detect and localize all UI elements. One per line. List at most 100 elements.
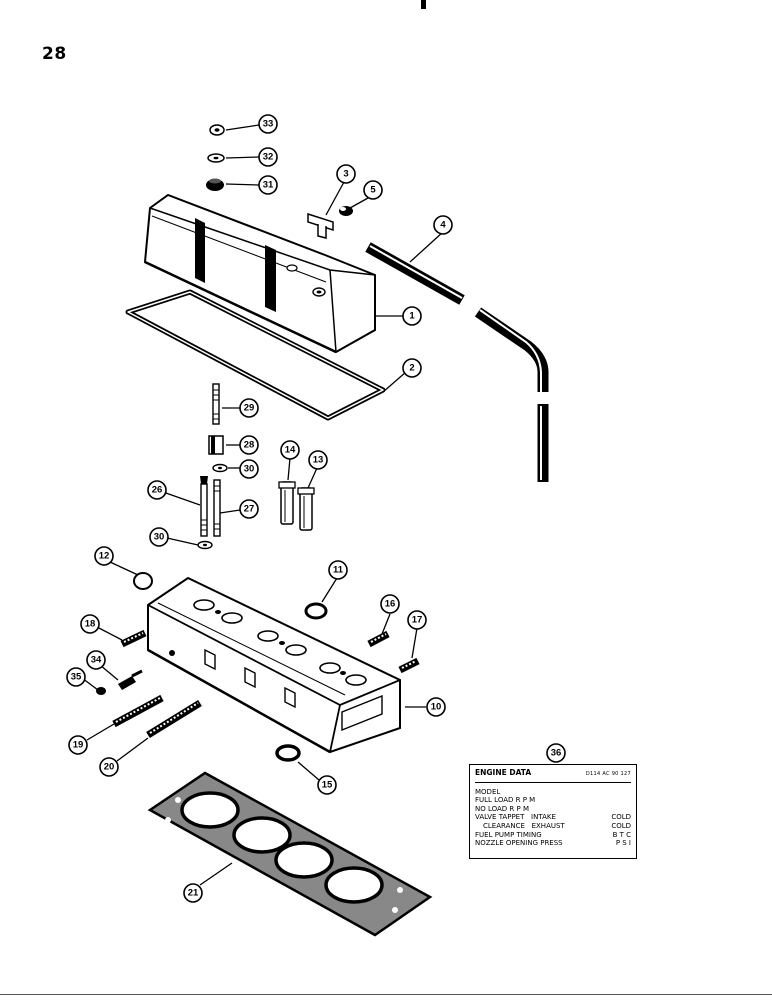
washer-30-lower-part xyxy=(197,540,213,550)
plate-row: MODEL xyxy=(475,788,631,797)
callout-31: 31 xyxy=(258,175,278,195)
leader-lines xyxy=(81,124,444,886)
head-gasket-21-part xyxy=(147,771,433,937)
valve-seat-insert-15-part xyxy=(275,744,301,762)
plate-row-label: FULL LOAD R P M xyxy=(475,796,536,805)
svg-text:35: 35 xyxy=(71,672,82,683)
breather-hose-4-part xyxy=(365,242,549,482)
washer-32-part xyxy=(207,153,225,163)
svg-text:30: 30 xyxy=(244,464,255,475)
callout-30-lower: 30 xyxy=(149,527,169,547)
fitting-34-part xyxy=(118,669,143,690)
callout-36: 36 xyxy=(546,743,566,763)
stud-16-part xyxy=(367,630,390,648)
cylinder-head-10-part xyxy=(147,576,401,754)
svg-text:5: 5 xyxy=(370,185,376,196)
plate-row: NO LOAD R P M xyxy=(475,805,631,814)
rocker-cover-1-part xyxy=(143,193,376,354)
svg-text:18: 18 xyxy=(85,619,96,630)
callout-33: 33 xyxy=(258,114,278,134)
callout-29: 29 xyxy=(239,398,259,418)
svg-text:29: 29 xyxy=(244,403,255,414)
plate-row: FULL LOAD R P M xyxy=(475,796,631,805)
plate-row-label: MODEL xyxy=(475,787,501,796)
plate-row-label: FUEL PUMP TIMING xyxy=(475,830,542,839)
svg-text:13: 13 xyxy=(313,455,324,466)
svg-text:10: 10 xyxy=(431,702,442,713)
svg-text:16: 16 xyxy=(385,599,396,610)
stud-17-part xyxy=(398,657,420,674)
callout-26: 26 xyxy=(147,480,167,500)
callout-3: 3 xyxy=(336,164,356,184)
svg-text:33: 33 xyxy=(263,119,274,130)
callout-11: 11 xyxy=(328,560,348,580)
plate-row-unit: COLD xyxy=(611,821,631,830)
valve-seat-insert-11-part xyxy=(304,602,328,620)
callout-2: 2 xyxy=(402,358,422,378)
plug-35-part xyxy=(96,687,106,695)
svg-text:15: 15 xyxy=(322,780,333,791)
plate-row-label: NO LOAD R P M xyxy=(475,804,529,813)
callout-1: 1 xyxy=(402,306,422,326)
svg-text:4: 4 xyxy=(440,220,446,231)
stud-19-part xyxy=(112,694,164,728)
washer-30-upper-part xyxy=(212,463,228,473)
callout-35: 35 xyxy=(66,667,86,687)
plate-row-unit: B T C xyxy=(612,830,631,839)
callout-16: 16 xyxy=(380,594,400,614)
svg-text:27: 27 xyxy=(244,504,255,515)
callout-10: 10 xyxy=(426,697,446,717)
grommet-31-part xyxy=(206,178,224,191)
plate-row-label: CLEARANCE EXHAUST xyxy=(483,821,565,830)
callout-27: 27 xyxy=(239,499,259,519)
callout-4: 4 xyxy=(433,215,453,235)
svg-text:28: 28 xyxy=(244,440,255,451)
cover-gasket-2-part xyxy=(125,289,386,421)
callout-34: 34 xyxy=(86,650,106,670)
valve-guide-14-part xyxy=(278,481,296,525)
callout-15: 15 xyxy=(317,775,337,795)
breather-elbow-3-part xyxy=(307,212,334,239)
svg-text:20: 20 xyxy=(104,762,115,773)
callout-28: 28 xyxy=(239,435,259,455)
stud-29-part xyxy=(212,383,220,425)
plate-row: CLEARANCE EXHAUST COLD xyxy=(475,822,631,831)
svg-text:31: 31 xyxy=(263,180,274,191)
plate-row-unit: COLD xyxy=(611,813,631,822)
stud-27-part xyxy=(213,479,221,537)
svg-text:26: 26 xyxy=(152,485,163,496)
svg-text:3: 3 xyxy=(343,169,348,180)
svg-text:30: 30 xyxy=(154,532,165,543)
callout-5: 5 xyxy=(363,180,383,200)
svg-text:19: 19 xyxy=(73,740,84,751)
stud-18-part xyxy=(120,629,147,648)
plate-row-unit: P S I xyxy=(615,839,631,848)
callout-30-upper: 30 xyxy=(239,459,259,479)
stud-26-part xyxy=(200,476,208,537)
callout-12: 12 xyxy=(94,546,114,566)
svg-text:1: 1 xyxy=(409,311,415,322)
svg-text:21: 21 xyxy=(188,888,199,899)
page-number: 28 xyxy=(42,44,67,64)
plate-row: NOZZLE OPENING PRESS P S I xyxy=(475,839,631,848)
valve-guide-13-part xyxy=(297,487,315,531)
bottom-rule xyxy=(0,994,772,995)
callout-20: 20 xyxy=(99,757,119,777)
plate-title: ENGINE DATA xyxy=(475,768,532,777)
plate-row: FUEL PUMP TIMING B T C xyxy=(475,831,631,840)
svg-text:11: 11 xyxy=(333,565,344,576)
svg-text:12: 12 xyxy=(99,551,110,562)
callout-14: 14 xyxy=(280,440,300,460)
svg-text:34: 34 xyxy=(91,655,102,666)
stud-20-part xyxy=(146,700,202,738)
registration-mark xyxy=(421,0,426,9)
callout-32: 32 xyxy=(258,147,278,167)
plate-row-label: VALVE TAPPET INTAKE xyxy=(475,813,556,822)
o-ring-12-part xyxy=(133,572,153,590)
plate-row-label: NOZZLE OPENING PRESS xyxy=(475,839,563,848)
svg-text:36: 36 xyxy=(551,748,562,759)
callout-21: 21 xyxy=(183,883,203,903)
plate-code: D114 AC 90 127 xyxy=(585,771,631,777)
svg-text:14: 14 xyxy=(285,445,296,456)
